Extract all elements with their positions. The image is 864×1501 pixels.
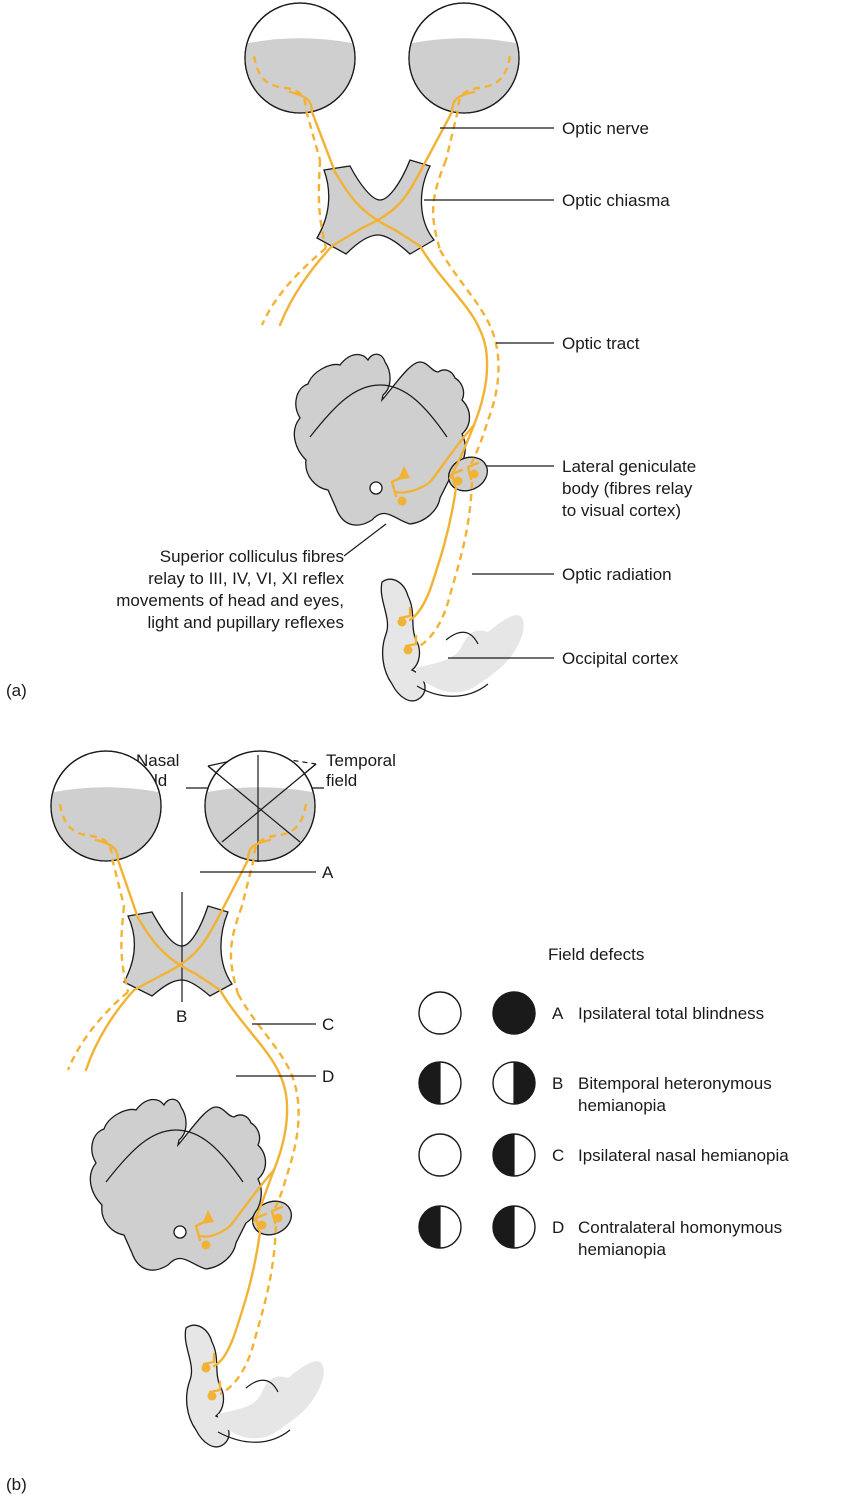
marker-c: C	[322, 1015, 334, 1034]
marker-a: A	[322, 863, 334, 882]
panel-b-letter: (b)	[6, 1475, 27, 1494]
midbrain	[294, 354, 469, 525]
label-occipital-cortex: Occipital cortex	[562, 649, 679, 668]
defect-row-b: B Bitemporal heteronymous hemianopia	[419, 1062, 772, 1115]
field-defects-title: Field defects	[548, 945, 644, 964]
label-optic-tract: Optic tract	[562, 334, 640, 353]
label-lgb-line1: Lateral geniculate	[562, 457, 696, 476]
right-eye-field	[493, 1206, 535, 1248]
panel-a: Optic nerve Optic chiasma Optic tract La…	[6, 3, 696, 701]
left-eye-field	[419, 1206, 461, 1248]
defect-description: Ipsilateral nasal hemianopia	[578, 1146, 789, 1165]
defect-row-d: D Contralateral homonymous hemianopia	[419, 1206, 782, 1259]
defect-description: Contralateral homonymous	[578, 1218, 782, 1237]
label-sc-line4: light and pupillary reflexes	[147, 613, 344, 632]
occipital-cortex	[185, 1325, 229, 1447]
label-temporal-line1: Temporal	[326, 751, 396, 770]
label-lgb-line3: to visual cortex)	[562, 501, 681, 520]
label-optic-nerve: Optic nerve	[562, 119, 649, 138]
label-sc-line2: relay to III, IV, VI, XI reflex	[148, 569, 344, 588]
panel-b: Nasal field Temporal field	[6, 751, 396, 1494]
right-eyeball	[198, 751, 322, 870]
marker-d: D	[322, 1067, 334, 1086]
defect-letter: D	[552, 1218, 564, 1237]
label-optic-radiation: Optic radiation	[562, 565, 672, 584]
defect-description-line2: hemianopia	[578, 1096, 666, 1115]
left-eyeball	[238, 3, 362, 120]
left-eye-field	[419, 1062, 461, 1104]
label-temporal-line2: field	[326, 771, 357, 790]
optic-chiasma	[317, 160, 434, 254]
field-defects-legend: Field defects A Ipsilateral total blindne…	[419, 945, 789, 1259]
right-eye-field	[493, 1062, 535, 1104]
panel-a-letter: (a)	[6, 681, 27, 700]
label-sc-line3: movements of head and eyes,	[116, 591, 344, 610]
label-optic-chiasma: Optic chiasma	[562, 191, 670, 210]
midbrain	[90, 1099, 265, 1270]
defect-description: Bitemporal heteronymous	[578, 1074, 772, 1093]
defect-row-c: C Ipsilateral nasal hemianopia	[419, 1134, 789, 1176]
right-eyeball	[402, 3, 526, 120]
right-eye-field	[493, 992, 535, 1034]
left-eye-field	[419, 1134, 461, 1176]
label-lgb-line2: body (fibres relay	[562, 479, 693, 498]
occipital-cortex	[381, 579, 425, 701]
defect-letter: B	[552, 1074, 563, 1093]
defect-description: Ipsilateral total blindness	[578, 1004, 764, 1023]
marker-b: B	[176, 1007, 187, 1026]
defect-letter: A	[552, 1004, 564, 1023]
defect-row-a: A Ipsilateral total blindness	[419, 992, 764, 1034]
defect-letter: C	[552, 1146, 564, 1165]
left-eye-field	[419, 992, 461, 1034]
defect-description-line2: hemianopia	[578, 1240, 666, 1259]
label-sc-line1: Superior colliculus fibres	[160, 547, 344, 566]
right-eye-field	[493, 1134, 535, 1176]
